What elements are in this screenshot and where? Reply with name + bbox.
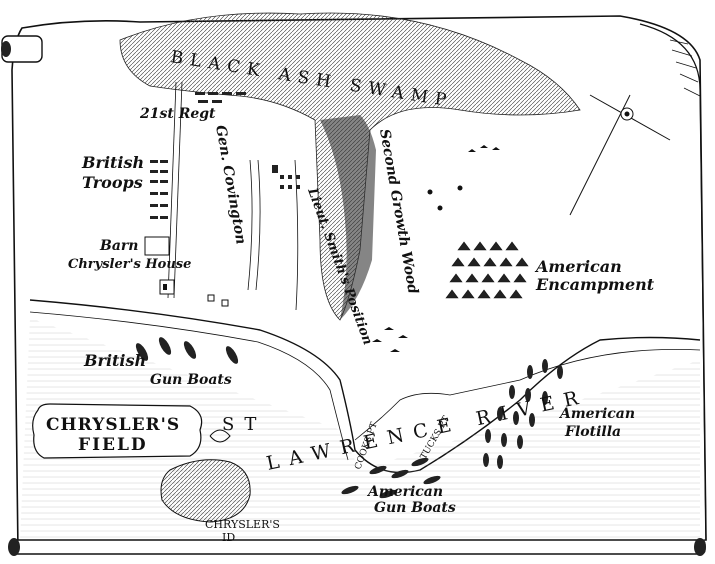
american-troop-markers (372, 145, 500, 352)
american-gunboats (341, 457, 441, 499)
roller-knob-icon (1, 41, 11, 57)
encampment-label-2: Encampment (535, 275, 655, 294)
british-troop-formations (150, 92, 300, 219)
black-ash-swamp-forest (119, 12, 581, 321)
island-label-1: CHRYSLER'S (205, 518, 280, 531)
british-gunboats-label-2: Gun Boats (150, 372, 232, 388)
american-gunboats-label-2: Gun Boats (374, 500, 456, 516)
chryslers-island (160, 459, 251, 523)
chryslers-house-building (144, 236, 229, 307)
encampment-label-1: American (534, 257, 622, 276)
regiment-label: 21st Regt (139, 106, 216, 122)
american-gunboats-label-1: American (366, 484, 443, 500)
british-troops-label-2: Troops (82, 173, 143, 192)
island-label-2: ID (222, 531, 235, 544)
american-encampment-tents (445, 241, 529, 299)
map-title-line-2: FIELD (78, 435, 148, 455)
american-flotilla-boats (483, 359, 563, 469)
river-label-1: ST (222, 414, 266, 435)
map-title-line-1: CHRYSLER'S (46, 415, 180, 435)
british-gunboats-label-1: British (83, 351, 146, 370)
british-troops-label-1: British (81, 153, 144, 172)
title-cartouche (32, 403, 231, 459)
barn-label: Barn (99, 238, 138, 254)
bottom-roller-icon (9, 539, 706, 555)
flotilla-label-1: American (558, 406, 635, 422)
flotilla-label-2: Flotilla (564, 424, 621, 440)
house-label: Chrysler's House (68, 257, 191, 272)
british-gunboats (135, 337, 239, 364)
compass-pointer-icon (569, 94, 671, 216)
